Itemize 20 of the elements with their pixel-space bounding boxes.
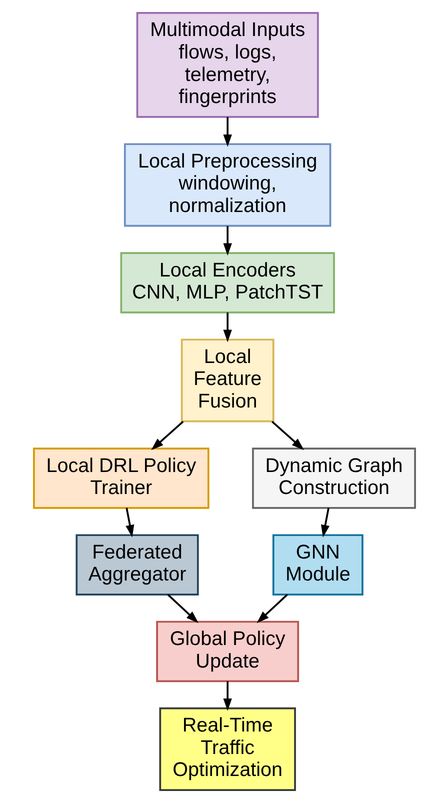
node-box: Federated Aggregator [75, 534, 198, 596]
arrow [125, 508, 134, 538]
node-box: Local Encoders CNN, MLP, PatchTST [120, 252, 334, 314]
arrow [222, 681, 232, 711]
node-box: GNN Module [272, 534, 363, 596]
arrow [256, 594, 288, 624]
arrow [222, 117, 232, 147]
arrow [150, 420, 184, 450]
arrow [222, 226, 232, 256]
node-box: Multimodal Inputs flows, logs, telemetry, fingerprints [136, 12, 318, 118]
arrow [270, 420, 304, 450]
node-box: Real-Time Traffic Optimization [158, 707, 296, 791]
node-box: Dynamic Graph Construction [252, 448, 416, 509]
node-box: Local Feature Fusion [180, 338, 274, 422]
arrow [166, 594, 198, 624]
arrow [320, 508, 330, 538]
node-box: Global Policy Update [156, 620, 299, 682]
arrow [222, 312, 232, 342]
node-box: Local DRL Policy Trainer [32, 448, 209, 509]
node-box: Local Preprocessing windowing, normalization [123, 143, 331, 227]
